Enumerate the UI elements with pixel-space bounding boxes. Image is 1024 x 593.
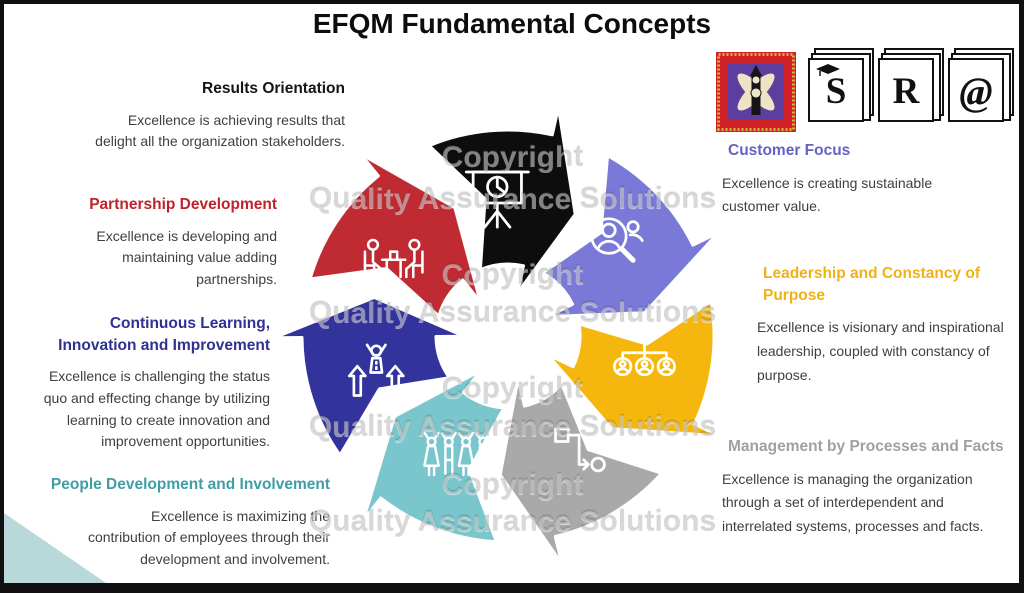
- efqm-wheel: [272, 106, 722, 566]
- logo-card-r: R: [878, 48, 944, 122]
- concept-body: Excellence is developing and maintaining…: [96, 227, 277, 288]
- qas-emblem-icon: [716, 52, 796, 132]
- concept-continuous-learning: Continuous Learning, Innovation and Impr…: [24, 313, 270, 453]
- logo-letter: @: [959, 68, 993, 114]
- logo-card-at: @: [948, 48, 1014, 122]
- concept-customer-focus: Customer Focus Excellence is creating su…: [722, 140, 962, 219]
- company-logo: S R @: [716, 48, 1014, 138]
- concept-leadership-constancy: Leadership and Constancy of Purpose Exce…: [757, 263, 1012, 388]
- wheel-segment-results-orientation: [427, 106, 577, 295]
- concept-body: Excellence is visionary and inspirationa…: [757, 319, 1004, 383]
- logo-cards: S R @: [808, 48, 1014, 122]
- graduation-cap-icon: [816, 64, 840, 76]
- wheel-segment-partnership-development: [308, 152, 482, 318]
- logo-card-s: S: [808, 48, 874, 122]
- concept-heading: Continuous Learning, Innovation and Impr…: [58, 315, 270, 354]
- concept-heading: Management by Processes and Facts: [728, 438, 1004, 455]
- wheel-segment-continuous-learning: [272, 296, 466, 457]
- wheel-segment-leadership-constancy: [546, 300, 722, 438]
- concept-heading: Customer Focus: [728, 142, 851, 159]
- concept-body: Excellence is challenging the status quo…: [43, 368, 270, 450]
- concept-body: Excellence is maximizing the contributio…: [87, 507, 330, 568]
- concept-heading: People Development and Involvement: [50, 476, 330, 493]
- concept-heading: Results Orientation: [202, 80, 345, 97]
- concept-partnership-development: Partnership Development Excellence is de…: [37, 194, 277, 291]
- wheel-segment-people-development: [362, 369, 506, 544]
- concept-people-development: People Development and Involvement Excel…: [20, 474, 330, 571]
- concept-results-orientation: Results Orientation Excellence is achiev…: [85, 78, 345, 153]
- logo-letter: S: [825, 70, 847, 112]
- concept-body: Excellence is achieving results that del…: [95, 111, 345, 150]
- concept-heading: Partnership Development: [89, 196, 277, 213]
- concept-body: Excellence is creating sustainable custo…: [722, 174, 933, 215]
- wheel-segment-management-processes: [498, 377, 664, 566]
- logo-letter: R: [892, 70, 920, 112]
- concept-heading: Leadership and Constancy of Purpose: [763, 265, 981, 304]
- concept-body: Excellence is managing the organization …: [722, 470, 984, 535]
- concept-management-processes: Management by Processes and Facts Excell…: [722, 436, 1015, 539]
- page-title: EFQM Fundamental Concepts: [312, 8, 712, 39]
